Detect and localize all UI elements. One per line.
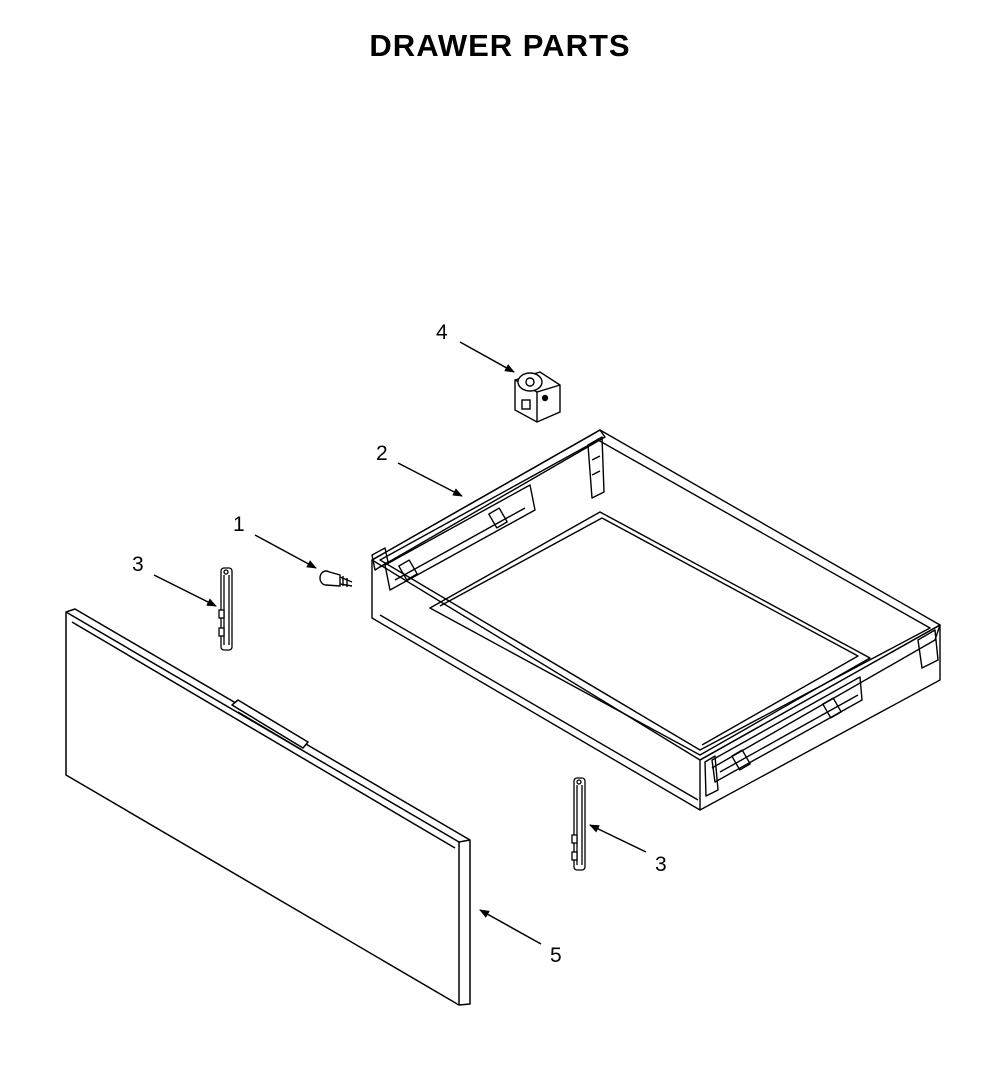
callout-2: 2 <box>376 442 388 465</box>
callout-3-right: 3 <box>655 853 667 876</box>
part-2-drawer-body[interactable] <box>371 429 941 811</box>
callout-1: 1 <box>233 513 245 536</box>
part-3-bracket-left[interactable] <box>218 567 233 651</box>
part-5-drawer-front[interactable] <box>65 608 471 1006</box>
callout-4: 4 <box>436 321 448 344</box>
diagram-title: DRAWER PARTS <box>369 28 631 63</box>
leader-lines <box>153 341 647 945</box>
callout-5: 5 <box>550 944 562 967</box>
callout-3-left: 3 <box>132 553 144 576</box>
part-4-drawer-stop[interactable] <box>514 371 561 423</box>
part-3-bracket-right[interactable] <box>571 777 586 871</box>
part-1-screw[interactable] <box>319 570 353 587</box>
